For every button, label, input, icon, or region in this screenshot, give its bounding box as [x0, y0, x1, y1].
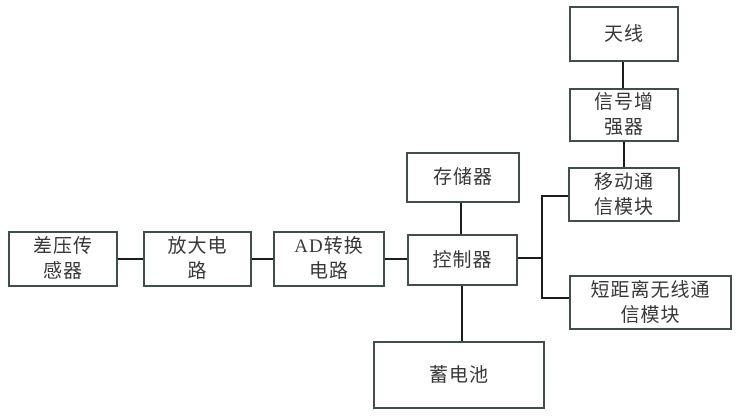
node-controller-label: 控制器	[432, 249, 493, 271]
node-battery-label: 蓄电池	[428, 364, 489, 386]
node-antenna-label: 天线	[603, 23, 644, 45]
node-memory-label: 存储器	[432, 167, 493, 188]
node-controller: 控制器	[407, 234, 518, 286]
node-mobile-comm-module-label: 移动通 信模块	[593, 171, 654, 218]
connector-controller-to-branch	[518, 257, 543, 259]
connector-amplifier-to-adc	[252, 258, 273, 260]
node-signal-booster: 信号增 强器	[569, 88, 679, 142]
connector-branch-vertical	[541, 195, 543, 299]
connector-adc-to-controller	[385, 258, 407, 260]
connector-booster-to-mobile-module	[623, 142, 625, 167]
node-signal-booster-label: 信号增 强器	[593, 92, 654, 138]
node-antenna: 天线	[569, 6, 679, 62]
node-battery: 蓄电池	[373, 341, 545, 409]
connector-branch-to-shortrange-module	[541, 297, 569, 299]
connector-memory-to-controller	[460, 203, 462, 234]
node-amplifier-circuit-label: 放大电 路	[167, 236, 228, 282]
connector-controller-to-battery	[461, 286, 463, 341]
node-short-range-wireless-module: 短距离无线通 信模块	[569, 275, 732, 330]
connector-sensor-to-amplifier	[118, 258, 143, 260]
node-diff-pressure-sensor-label: 差压传 感器	[32, 236, 93, 282]
connector-branch-to-mobile-module	[541, 195, 568, 197]
node-short-range-wireless-module-label: 短距离无线通 信模块	[590, 279, 711, 326]
node-memory: 存储器	[406, 152, 520, 203]
node-mobile-comm-module: 移动通 信模块	[568, 167, 680, 222]
connector-antenna-to-booster	[622, 62, 624, 88]
node-ad-converter-circuit-label: AD转换 电路	[294, 236, 364, 282]
node-ad-converter-circuit: AD转换 电路	[273, 231, 385, 287]
node-amplifier-circuit: 放大电 路	[143, 231, 252, 287]
node-diff-pressure-sensor: 差压传 感器	[8, 231, 118, 287]
